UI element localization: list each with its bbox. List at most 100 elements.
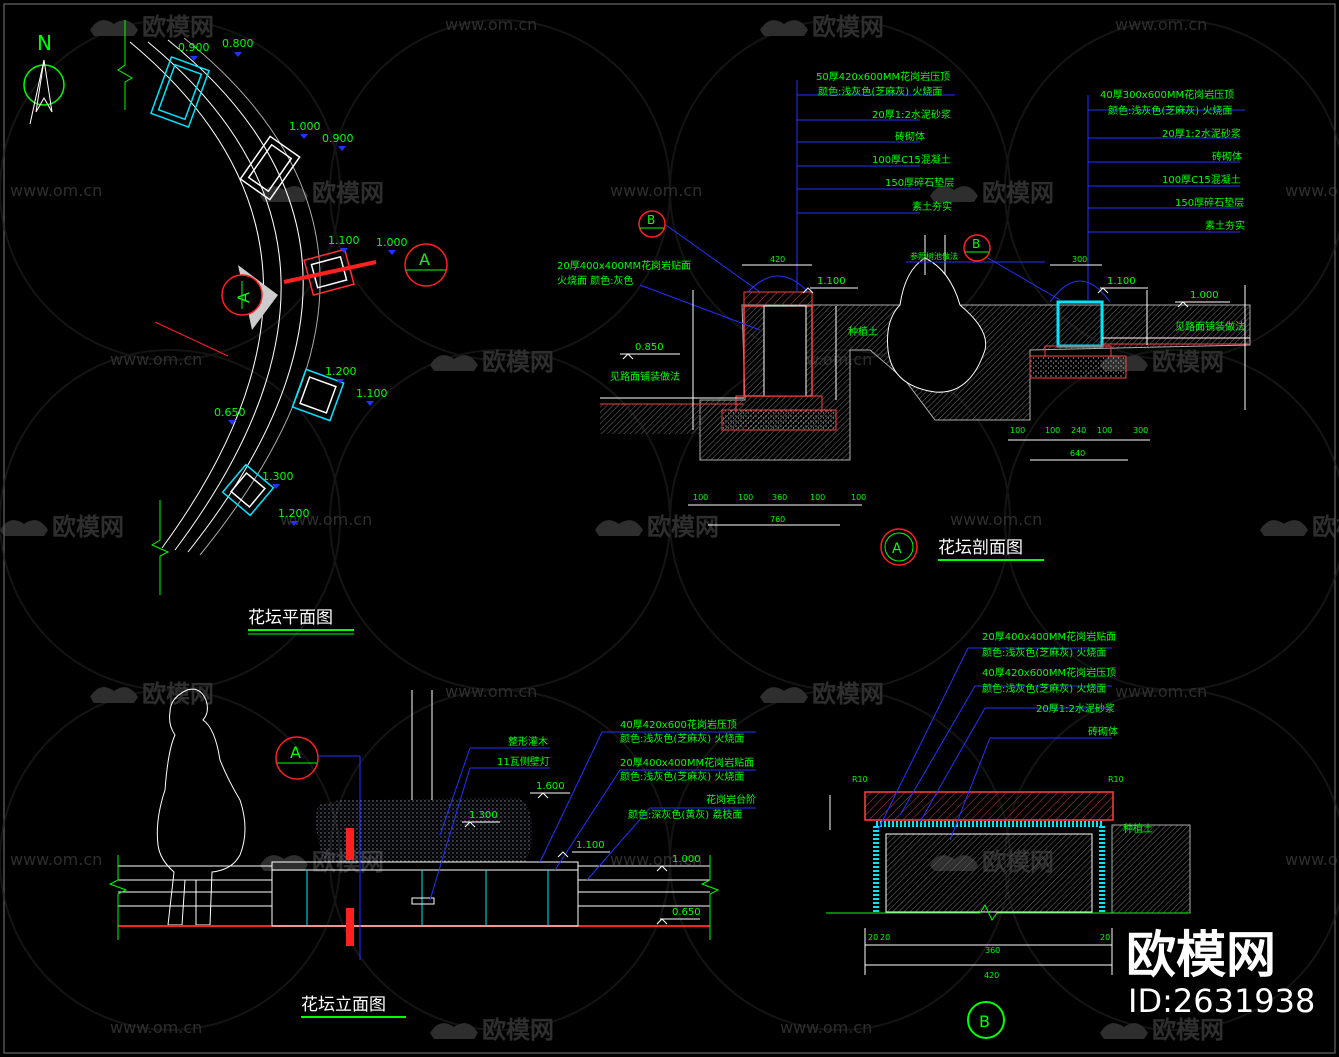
detail-label: 颜色:浅灰色(芝麻灰) 火烧面: [982, 646, 1106, 659]
plan-elevation-labels: 0.900 0.800 1.000 0.900 1.100 1.000 1.20…: [178, 37, 408, 520]
watermark-sofa-icon: [930, 186, 978, 202]
watermark-sofa-icon: [1100, 1023, 1148, 1039]
dim-value: 20: [880, 933, 890, 942]
watermark-brand: 欧模网: [142, 680, 214, 708]
watermark-site: www.om.cn: [110, 1018, 202, 1037]
plan-elevation-triangles: [190, 52, 396, 526]
watermark-site: www.om.cn: [780, 1018, 872, 1037]
watermark-brand: 欧模网: [482, 348, 554, 376]
dim-value: 100: [1097, 426, 1112, 435]
plan-elevation: 1.000: [289, 120, 321, 133]
detail-marker-letter: B: [972, 237, 980, 251]
plan-elevation: 1.300: [262, 470, 294, 483]
section-elevation: 1.000: [1190, 290, 1219, 301]
elevation-label: 40厚420x600花岗岩压顶: [620, 718, 737, 731]
layer-label: 150厚碎石垫层: [885, 176, 954, 189]
elevation-shrub: [316, 798, 533, 862]
note-label: 参照树池做法: [910, 251, 958, 261]
elevation-labels: 整形灌木 11瓦侧壁灯 40厚420x600花岗岩压顶 颜色:浅灰色(芝麻灰) …: [497, 718, 756, 821]
watermark-ring: [329, 349, 671, 691]
plan-elevation: 0.650: [214, 406, 246, 419]
dim-value: 100: [1010, 426, 1025, 435]
elevation-break-left: [108, 855, 128, 940]
elevation-section-marker: A: [275, 736, 319, 780]
plan-elevation: 1.100: [328, 234, 360, 247]
section-detail-marker-right: B: [963, 234, 991, 262]
elevation-label: 颜色:深灰色(黄灰) 荔枝面: [628, 808, 742, 821]
section-detail-marker-left: B: [638, 210, 666, 238]
detail-b-labels: 20厚400x400MM花岗岩贴面 颜色:浅灰色(芝麻灰) 火烧面 40厚420…: [852, 630, 1153, 835]
detail-note: R10: [852, 775, 868, 784]
detail-b-cap: [864, 791, 1114, 821]
section-right-arc: [1049, 280, 1111, 303]
elevation-break-right: [700, 855, 720, 940]
facing-label: 20厚400x400MM花岗岩贴面: [557, 259, 691, 272]
watermark-sofa-icon: [90, 687, 138, 703]
section-leaders: [639, 80, 1245, 331]
layer-label: 50厚420x600MM花岗岩压顶: [816, 70, 950, 83]
dim-value: 300: [1072, 255, 1087, 264]
section-right-gravel: [1029, 355, 1127, 379]
dim-value: 100: [810, 493, 825, 502]
watermark-brand: 欧模网: [312, 179, 384, 207]
elevation-paving-lines: [118, 865, 710, 907]
section-dim-bottom-right: 100 100 240 100 300 640 420 300: [770, 255, 1148, 458]
watermark-site: www.om.cn: [280, 510, 372, 529]
elevation-cut-mark-top: [346, 828, 354, 860]
layer-label: 素土夯实: [912, 200, 952, 213]
plan-break-line-top: [117, 20, 134, 110]
watermark-site: www.om.cn: [1285, 850, 1339, 869]
layer-label: 颜色:浅灰色(芝麻灰) 火烧面: [1108, 104, 1232, 117]
elevation-title: 花坛立面图: [301, 995, 386, 1015]
watermark-site: www.om.cn: [445, 682, 537, 701]
plan-marker-letter: A: [419, 250, 430, 269]
section-a-title-group: A 花坛剖面图: [880, 528, 1044, 566]
plan-marker-letter-left: A: [234, 292, 253, 303]
section-left-paving-base: [600, 404, 744, 434]
elevation-label: 颜色:浅灰色(芝麻灰) 火烧面: [620, 770, 744, 783]
section-title-marker: A: [892, 541, 902, 557]
layer-label: 素土夯实: [1205, 219, 1245, 232]
dim-total: 760: [770, 515, 785, 524]
watermark-sofa-icon: [90, 20, 138, 36]
plan-elevation: 0.900: [322, 132, 354, 145]
elevation-label: 颜色:浅灰色(芝麻灰) 火烧面: [620, 732, 744, 745]
brand-badge: 欧模网 ID:2631938: [1126, 926, 1315, 1020]
plan-elevation: 1.200: [278, 507, 310, 520]
watermark-site: www.om.cn: [1115, 15, 1207, 34]
plan-elevation: 0.800: [222, 37, 254, 50]
watermark-brand: 欧模网: [982, 179, 1054, 207]
note-label: 种植土: [848, 325, 878, 338]
watermark-brand: 欧模网: [1152, 1016, 1224, 1044]
watermark-sofa-icon: [0, 520, 48, 536]
section-dim-bottom-left: 100 100 360 100 100 760: [693, 493, 866, 524]
watermark-brand: 欧模网: [1152, 348, 1224, 376]
elevation-level: 1.000: [672, 854, 701, 865]
elevation-human-figure: [156, 688, 246, 926]
watermark-site: www.om.cn: [610, 181, 702, 200]
watermark-sofa-icon: [1260, 520, 1308, 536]
watermark-layer: www.om.cn www.om.cn www.om.cn www.om.cn www.…: [0, 13, 1339, 1044]
elevation-planter-body: [271, 869, 579, 927]
elevation-label: 花岗岩台阶: [706, 793, 756, 806]
section-right-layer-labels: 40厚300x600MM花岗岩压顶 颜色:浅灰色(芝麻灰) 火烧面 20厚1:2…: [1100, 88, 1245, 232]
elevation-wall-lamp: [411, 897, 435, 905]
elevation-level-labels: 1.600 1.300 1.100 1.000 0.650: [469, 781, 701, 918]
elevation-level: 1.100: [576, 840, 605, 851]
detail-marker-letter: B: [647, 213, 655, 227]
elevation-leaders: [429, 731, 756, 901]
layer-label: 颜色:浅灰色(芝麻灰) 火烧面: [818, 85, 942, 98]
elevation-label: 整形灌木: [508, 735, 548, 748]
section-a-view: 50厚420x600MM花岗岩压顶 颜色:浅灰色(芝麻灰) 火烧面 20厚1:2…: [557, 70, 1251, 566]
section-dimension-lines: [688, 264, 1246, 526]
layer-label: 砖砌体: [1212, 150, 1242, 163]
dim-total: 640: [1070, 449, 1085, 458]
detail-note: R10: [1108, 775, 1124, 784]
brand-badge-name: 欧模网: [1126, 926, 1276, 984]
dim-value: 240: [1071, 426, 1086, 435]
watermark-brand: 欧模网: [812, 13, 884, 41]
detail-b-dimensions: [829, 795, 1113, 975]
dim-value: 360: [772, 493, 787, 502]
